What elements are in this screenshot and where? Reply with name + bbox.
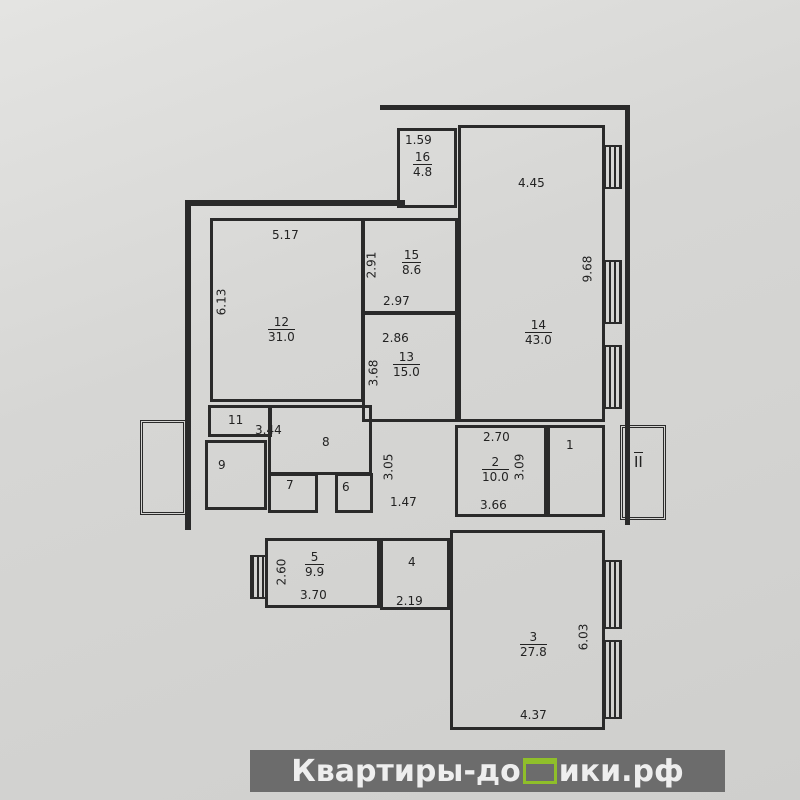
dim-label: 2.19 [396, 594, 423, 608]
dim-label: 9.68 [580, 255, 595, 283]
window [602, 560, 622, 629]
dim-label: 2.97 [383, 294, 410, 308]
room-16 [397, 128, 457, 208]
room-number: 9 [218, 458, 226, 472]
exterior-wall [625, 105, 630, 525]
dim-label: 4.37 [520, 708, 547, 722]
dim-label: 1.59 [405, 133, 432, 147]
room-number: II [634, 452, 643, 471]
room-9 [205, 440, 267, 510]
dim-label: 2.86 [382, 331, 409, 345]
window [602, 345, 622, 409]
dim-label: 3.09 [512, 453, 527, 481]
exterior-wall [185, 200, 405, 206]
watermark-text: Квартиры-до [291, 753, 521, 789]
dim-label: 2.60 [274, 558, 289, 586]
room-number: 7 [286, 478, 294, 492]
watermark: Квартиры-до ики.рф [250, 750, 725, 792]
room-number: 11 [228, 413, 244, 427]
dim-label: 6.03 [576, 623, 591, 651]
dim-label: 6.13 [214, 288, 229, 316]
balcony-left [140, 420, 186, 515]
dim-label: 2.70 [483, 430, 510, 444]
room-4 [380, 538, 450, 610]
exterior-wall [380, 105, 630, 110]
dim-label: 3.68 [366, 359, 381, 387]
dim-label: 5.17 [272, 228, 299, 242]
room-number: 4 [408, 555, 416, 569]
dim-label: 4.45 [518, 176, 545, 190]
balcony-II [620, 425, 666, 520]
window [602, 640, 622, 719]
exterior-wall [185, 200, 191, 530]
room-6 [335, 473, 373, 513]
room-12 [210, 218, 364, 402]
house-logo-icon [522, 758, 557, 784]
room-number: 8 [322, 435, 330, 449]
room-13 [362, 312, 458, 422]
window [250, 555, 268, 599]
dim-label: 3.05 [381, 453, 396, 481]
room-number: 6 [342, 480, 350, 494]
room-8 [268, 405, 372, 475]
dim-label: 1.47 [390, 495, 417, 509]
room-number: 1 [566, 438, 574, 452]
dim-label: 3.66 [480, 498, 507, 512]
dim-label: 3.70 [300, 588, 327, 602]
room-2 [455, 425, 547, 517]
dim-label: 2.91 [364, 251, 379, 279]
room-1 [547, 425, 605, 517]
room-7 [268, 473, 318, 513]
window [602, 145, 622, 189]
room-3 [450, 530, 605, 730]
window [602, 260, 622, 324]
watermark-text: ики.рф [558, 753, 684, 789]
